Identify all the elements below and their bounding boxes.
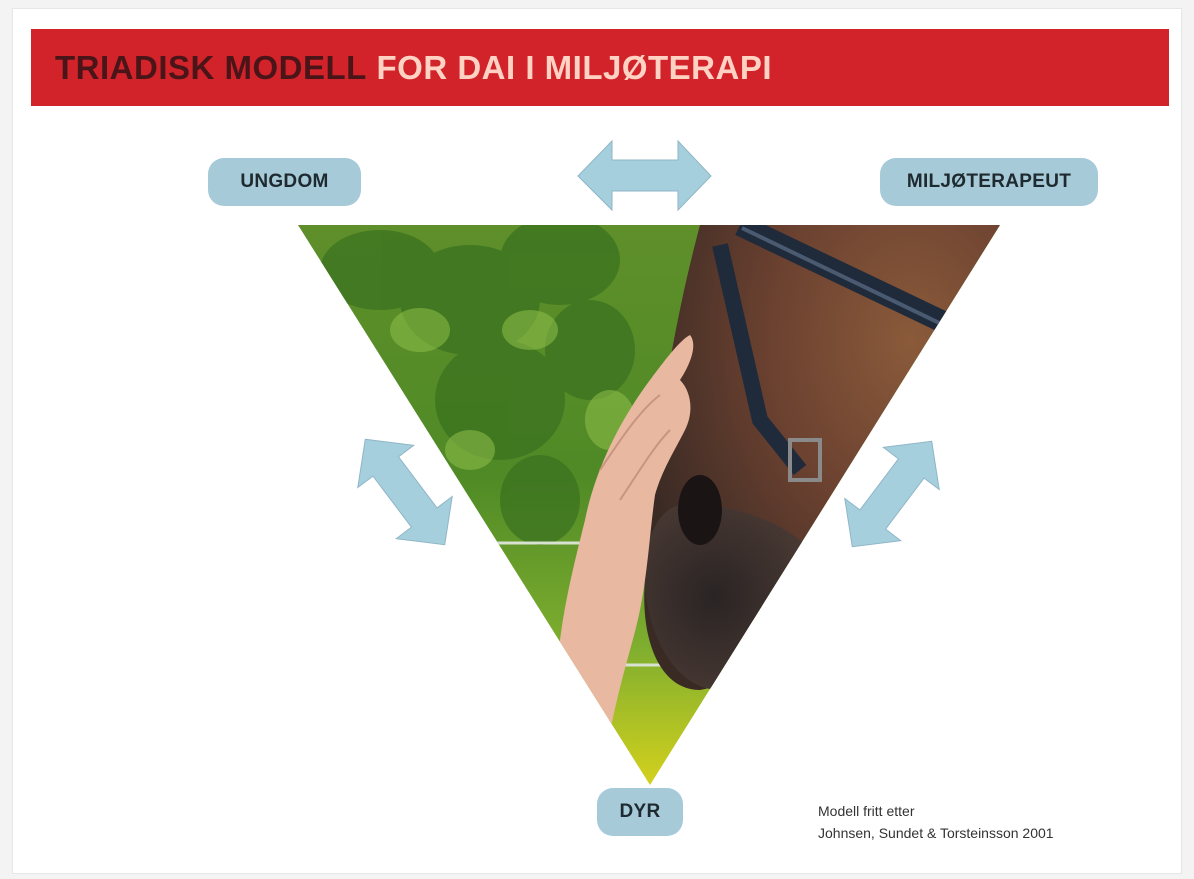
- node-dyr: DYR: [597, 788, 683, 836]
- title-part-1: TRIADISK MODELL: [55, 49, 367, 86]
- title-part-2: FOR DAI I MILJØTERAPI: [376, 49, 773, 86]
- slide: TRIADISK MODELL FOR DAI I MILJØTERAPI: [12, 8, 1182, 874]
- node-ungdom: UNGDOM: [208, 158, 361, 206]
- slide-title: TRIADISK MODELL FOR DAI I MILJØTERAPI: [31, 51, 772, 84]
- credit-line-1: Modell fritt etter: [818, 803, 915, 819]
- double-arrow-top: [577, 139, 712, 212]
- source-credit: Modell fritt etter Johnsen, Sundet & Tor…: [818, 800, 1054, 844]
- title-banner: TRIADISK MODELL FOR DAI I MILJØTERAPI: [31, 29, 1169, 106]
- node-miljoterapeut: MILJØTERAPEUT: [880, 158, 1098, 206]
- credit-line-2: Johnsen, Sundet & Torsteinsson 2001: [818, 825, 1054, 841]
- double-arrow-right: [844, 440, 940, 548]
- double-arrow-left: [357, 438, 453, 546]
